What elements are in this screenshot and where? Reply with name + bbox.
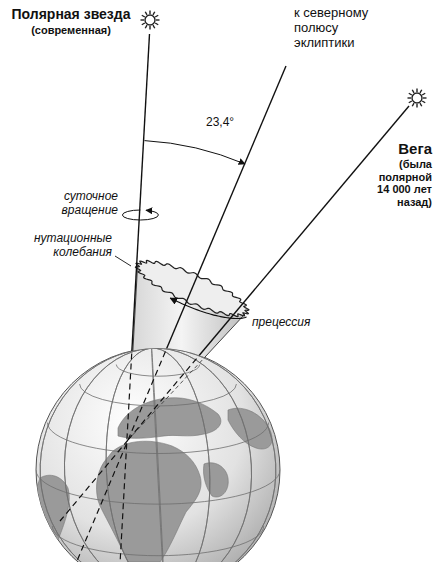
precession-label: прецессия [252, 316, 342, 330]
star-name: Вега [362, 140, 432, 157]
earth-axis [118, 34, 150, 562]
star-note: (современная) [6, 24, 136, 37]
nutation-label: нутационные колебания [22, 232, 112, 260]
direction-label: к северному полюсу эклиптики [294, 6, 394, 51]
star-name: Полярная звезда [6, 6, 136, 22]
continent [203, 463, 228, 497]
vega-line [128, 106, 409, 440]
angle-label: 23,4° [206, 116, 252, 130]
angle-arc [145, 141, 246, 164]
precession-arrow [170, 298, 246, 319]
star-icon [141, 11, 160, 30]
continent [228, 408, 272, 449]
leader-line [115, 256, 131, 266]
precession-cone [128, 252, 252, 440]
star-note: (была полярной 14 000 лет назад) [366, 158, 432, 209]
star-icon [408, 89, 427, 108]
rotation-label: суточное вращение [52, 190, 118, 218]
continent [36, 475, 69, 562]
rotation-symbol [122, 210, 158, 220]
